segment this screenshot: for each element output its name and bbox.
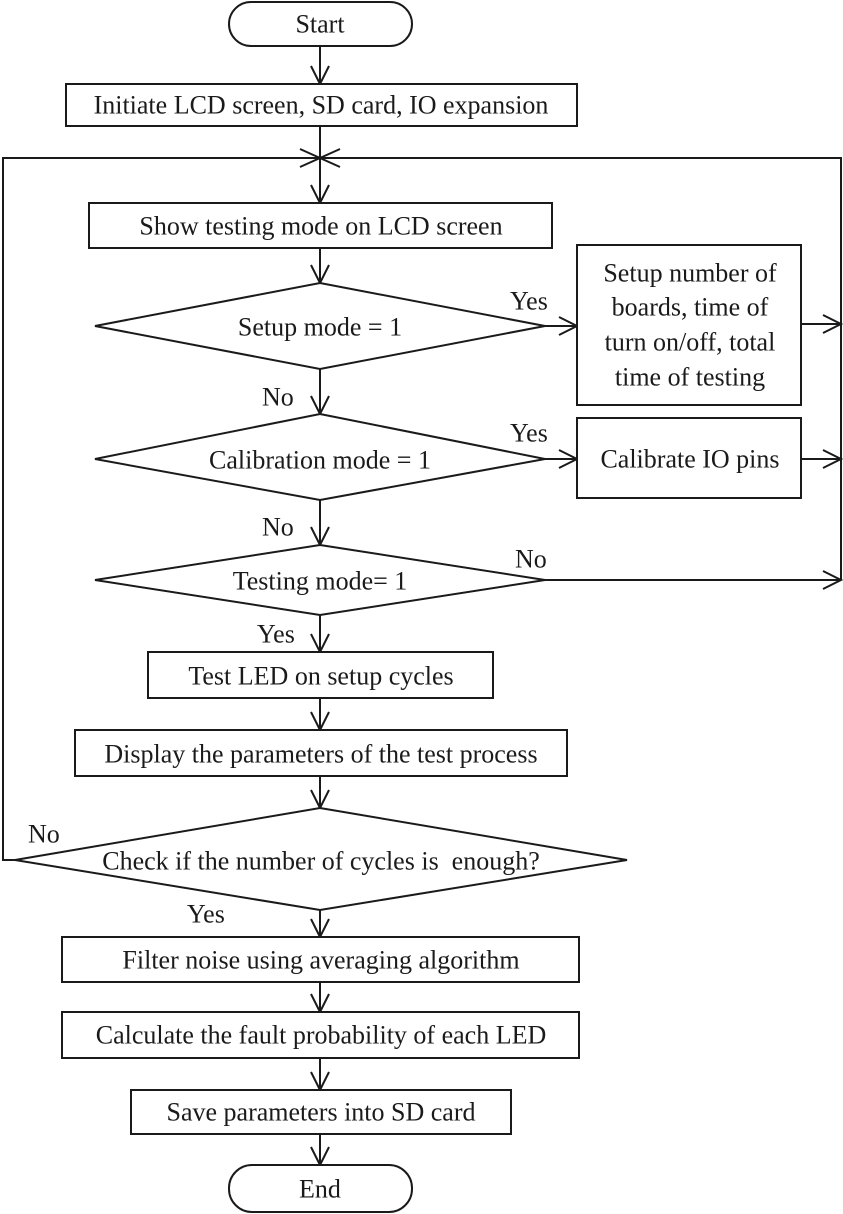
- calibration-mode-label: Calibration mode = 1: [209, 446, 431, 475]
- start-label: Start: [295, 10, 345, 39]
- setup-box-line-2: boards, time of: [612, 293, 769, 322]
- setup-mode-decision: Setup mode = 1: [94, 281, 546, 371]
- show-mode-process: Show testing mode on LCD screen: [88, 202, 553, 249]
- test-led-process: Test LED on setup cycles: [147, 651, 494, 699]
- return-line-right: [320, 157, 842, 580]
- show-mode-label: Show testing mode on LCD screen: [139, 212, 502, 241]
- return-line-left: [2, 157, 320, 861]
- setup-box-line-1: Setup number of: [603, 259, 777, 288]
- display-params-label: Display the parameters of the test proce…: [104, 740, 537, 769]
- init-label: Initiate LCD screen, SD card, IO expansi…: [94, 91, 549, 120]
- setup-box-line-3: turn on/off, total: [605, 328, 776, 357]
- start-terminal: Start: [228, 1, 413, 47]
- testing-no-label: No: [515, 545, 547, 574]
- setup-mode-label: Setup mode = 1: [238, 313, 402, 342]
- calc-fault-label: Calculate the fault probability of each …: [96, 1021, 547, 1050]
- setup-box-line-4: time of testing: [615, 363, 765, 392]
- arrowhead-right-459: [822, 449, 843, 469]
- testing-yes-label: Yes: [257, 620, 295, 649]
- testing-mode-decision: Testing mode= 1: [94, 543, 546, 617]
- filter-noise-label: Filter noise using averaging algorithm: [122, 946, 519, 975]
- check-cycles-label: Check if the number of cycles is enough?: [102, 847, 540, 876]
- calibration-yes-label: Yes: [510, 419, 548, 448]
- check-yes-label: Yes: [187, 900, 225, 929]
- arrowhead-right-324: [822, 314, 843, 334]
- check-no-label: No: [28, 820, 60, 849]
- setup-yes-label: Yes: [510, 287, 548, 316]
- calc-fault-process: Calculate the fault probability of each …: [61, 1011, 580, 1059]
- connectors: [2, 46, 842, 1165]
- check-cycles-decision: Check if the number of cycles is enough?: [14, 806, 628, 912]
- setup-no-label: No: [262, 383, 294, 412]
- arrowhead-merge-from-right: [317, 148, 341, 168]
- calibration-mode-decision: Calibration mode = 1: [94, 412, 546, 502]
- save-params-label: Save parameters into SD card: [166, 1098, 475, 1127]
- test-led-label: Test LED on setup cycles: [188, 662, 453, 691]
- setup-parameters-process: Setup number of boards, time of turn on/…: [576, 244, 802, 406]
- calibration-no-label: No: [262, 513, 294, 542]
- branch-labels: Yes No Yes No No Yes No Yes: [28, 287, 548, 929]
- filter-noise-process: Filter noise using averaging algorithm: [61, 936, 580, 983]
- testing-mode-label: Testing mode= 1: [233, 567, 408, 596]
- init-process: Initiate LCD screen, SD card, IO expansi…: [65, 83, 578, 127]
- display-params-process: Display the parameters of the test proce…: [74, 729, 568, 777]
- end-terminal: End: [228, 1164, 413, 1213]
- calibrate-process: Calibrate IO pins: [576, 417, 802, 499]
- arrowhead-right-580: [822, 570, 843, 590]
- calibrate-label: Calibrate IO pins: [600, 445, 779, 474]
- save-params-process: Save parameters into SD card: [130, 1089, 512, 1135]
- end-label: End: [299, 1175, 341, 1204]
